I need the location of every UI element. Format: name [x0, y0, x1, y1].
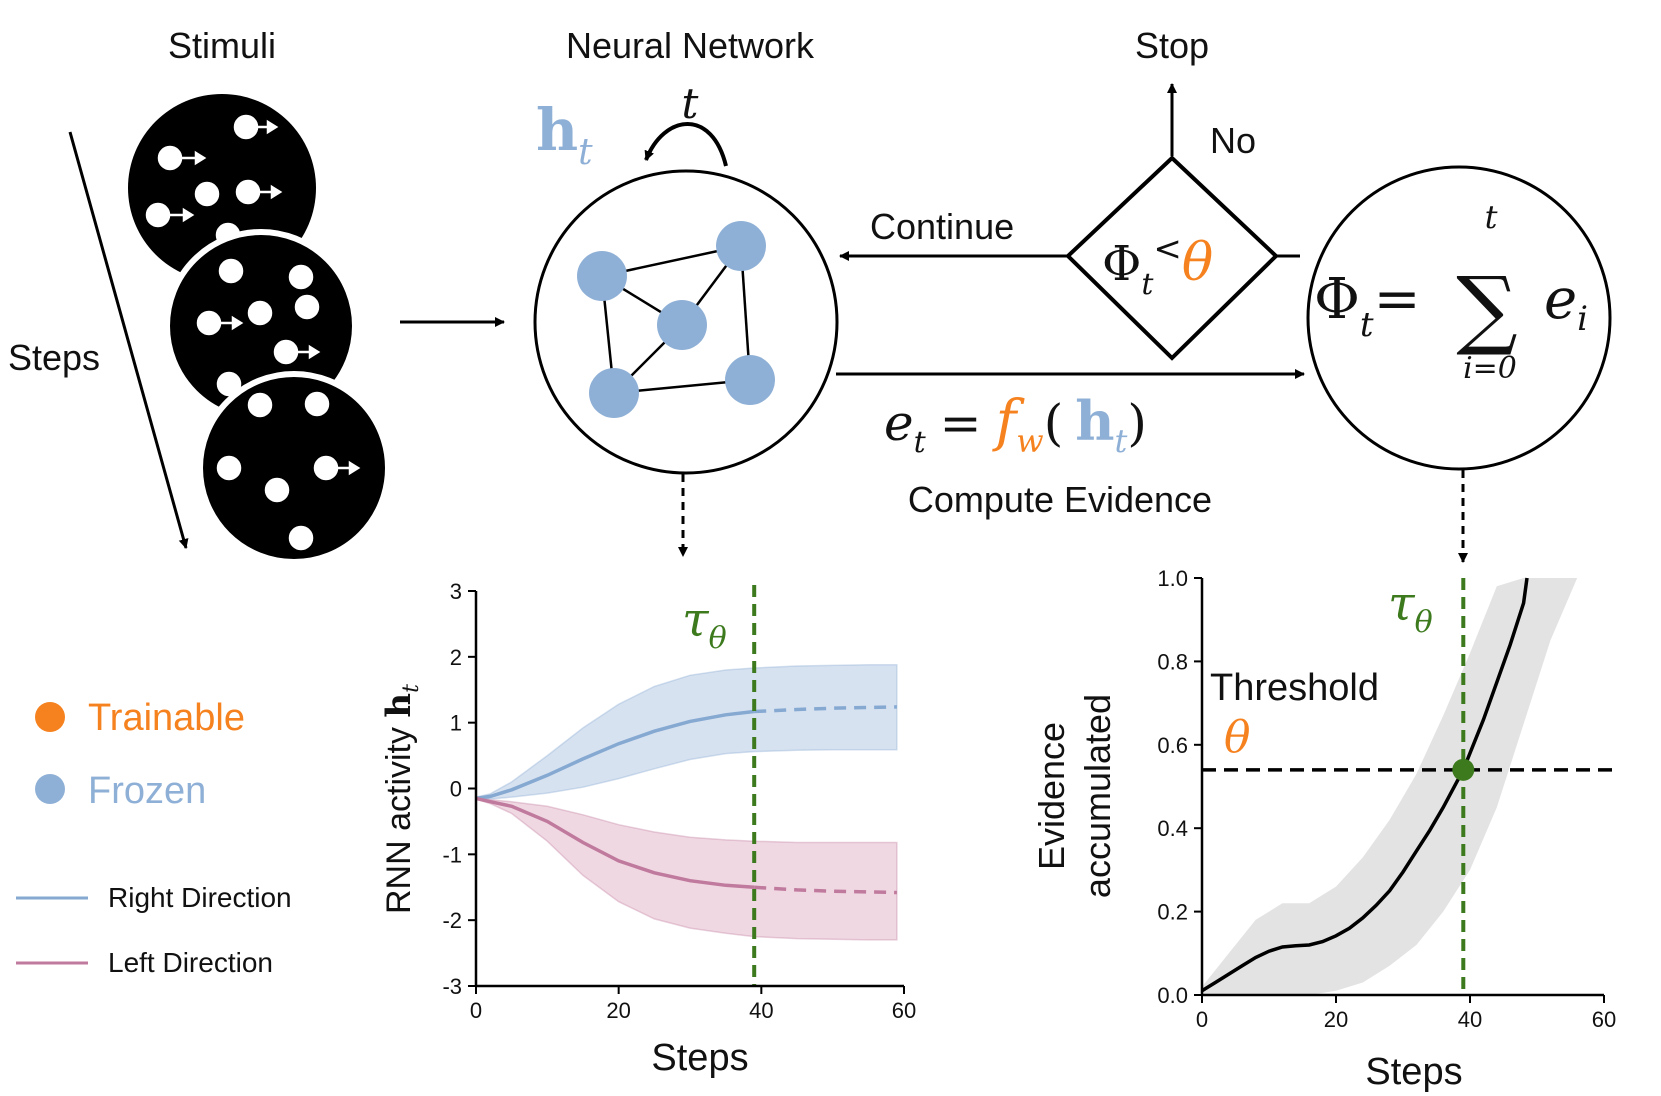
accumulator-term: ei	[1544, 267, 1588, 339]
evidence-line	[1201, 577, 1529, 993]
compute-evidence-caption: Compute Evidence	[908, 479, 1212, 520]
network-node	[716, 221, 766, 271]
evidence-uncertainty-band	[1202, 578, 1604, 995]
rnn-x-tick-label: 40	[749, 998, 773, 1023]
evidence-ylabel-line1: Evidence	[1031, 722, 1072, 870]
rnn-x-tick-label: 60	[892, 998, 916, 1023]
rnn-left-line	[475, 796, 755, 890]
rnn-right-line-extension	[754, 705, 897, 714]
decision-diamond	[1065, 155, 1279, 361]
evidence-axes	[1200, 578, 1604, 997]
steps-arrow	[68, 131, 189, 549]
network-nodes	[577, 221, 775, 418]
threshold-crossing-point	[1452, 758, 1475, 781]
decision-condition: Φt<θ	[1102, 229, 1213, 302]
evidence-y-tick-label: 0.0	[1157, 983, 1188, 1008]
network-node	[589, 368, 639, 418]
legend-left-label: Left Direction	[108, 947, 273, 978]
evidence-x-tick-label: 0	[1196, 1007, 1208, 1032]
evidence-chart: 0 20 40 60 0.0 0.2 0.4 0.6 0.8 1.0 τθ Threshold θ…	[1031, 566, 1616, 1093]
evidence-xlabel: Steps	[1365, 1051, 1462, 1093]
rnn-ylabel: RNN activity ht	[379, 684, 424, 914]
legend-trainable-marker	[35, 702, 65, 732]
accumulator-phi: Φt=	[1314, 267, 1421, 345]
rnn-x-tick-label: 0	[470, 998, 482, 1023]
legend: Trainable Frozen Right Direction Left Di…	[16, 697, 292, 978]
stop-label: Stop	[1135, 25, 1209, 66]
legend-frozen-marker	[35, 774, 65, 804]
evidence-ylabel-line2: accumulated	[1077, 694, 1118, 898]
rnn-left-band	[475, 796, 898, 941]
recurrence-loop-label: t	[682, 79, 699, 128]
evidence-x-tick-label: 20	[1324, 1007, 1348, 1032]
no-label: No	[1210, 120, 1256, 161]
rnn-right-band	[475, 663, 898, 801]
rnn-xlabel: Steps	[651, 1037, 748, 1079]
evidence-y-tick-label: 0.4	[1157, 816, 1188, 841]
rnn-y-tick-label: 2	[450, 645, 462, 670]
accumulator-circle	[1306, 165, 1612, 471]
rnn-left-line-extension	[754, 885, 897, 895]
legend-trainable-label: Trainable	[88, 697, 245, 739]
rnn-bands	[475, 663, 898, 941]
rnn-y-tick-label: -2	[442, 908, 462, 933]
continue-label: Continue	[870, 206, 1014, 247]
evidence-y-tick-label: 0.2	[1157, 900, 1188, 925]
rnn-ticks: 0 20 40 60 -3 -2 -1 0 1 2 3	[442, 579, 916, 1023]
stimulus-frame-3	[197, 371, 391, 565]
rnn-y-tick-label: 3	[450, 579, 462, 604]
evidence-accumulated-line	[1201, 577, 1529, 993]
stimuli-title: Stimuli	[168, 25, 276, 66]
accumulator-sum-upper: t	[1485, 198, 1498, 236]
rnn-y-tick-label: 0	[450, 777, 462, 802]
hidden-state-label: ht	[536, 96, 593, 173]
threshold-label: Threshold	[1210, 667, 1379, 709]
evidence-y-tick-label: 1.0	[1157, 566, 1188, 591]
rnn-tau-label: τθ	[682, 592, 727, 656]
steps-label: Steps	[8, 337, 100, 378]
legend-frozen-label: Frozen	[88, 770, 206, 812]
evidence-tau-label: τθ	[1388, 576, 1433, 640]
rnn-x-tick-label: 20	[606, 998, 630, 1023]
legend-right-label: Right Direction	[108, 882, 292, 913]
threshold-symbol: θ	[1224, 712, 1251, 763]
network-node	[577, 251, 627, 301]
rnn-y-tick-label: 1	[450, 711, 462, 736]
evidence-y-tick-label: 0.8	[1157, 649, 1188, 674]
accumulator-sum-symbol: ∑	[1456, 259, 1517, 359]
accumulator-sum-lower: i=0	[1463, 351, 1517, 386]
evidence-x-tick-label: 40	[1458, 1007, 1482, 1032]
rnn-lines	[475, 705, 897, 895]
rnn-y-tick-label: -3	[442, 974, 462, 999]
network-node	[657, 300, 707, 350]
rnn-y-tick-label: -1	[442, 842, 462, 867]
evidence-ticks: 0 20 40 60 0.0 0.2 0.4 0.6 0.8 1.0	[1157, 566, 1616, 1032]
recurrence-loop-arrow	[644, 122, 728, 167]
evidence-y-tick-label: 0.6	[1157, 733, 1188, 758]
rnn-right-line	[475, 709, 755, 801]
evidence-formula: et=fw(ht)	[884, 389, 1147, 460]
rnn-activity-chart: 0 20 40 60 -3 -2 -1 0 1 2 3 τθ RNN activity ht Ste…	[379, 579, 916, 1079]
network-title: Neural Network	[566, 25, 815, 66]
evidence-x-tick-label: 60	[1592, 1007, 1616, 1032]
network-node	[725, 355, 775, 405]
evidence-band	[1202, 578, 1604, 995]
